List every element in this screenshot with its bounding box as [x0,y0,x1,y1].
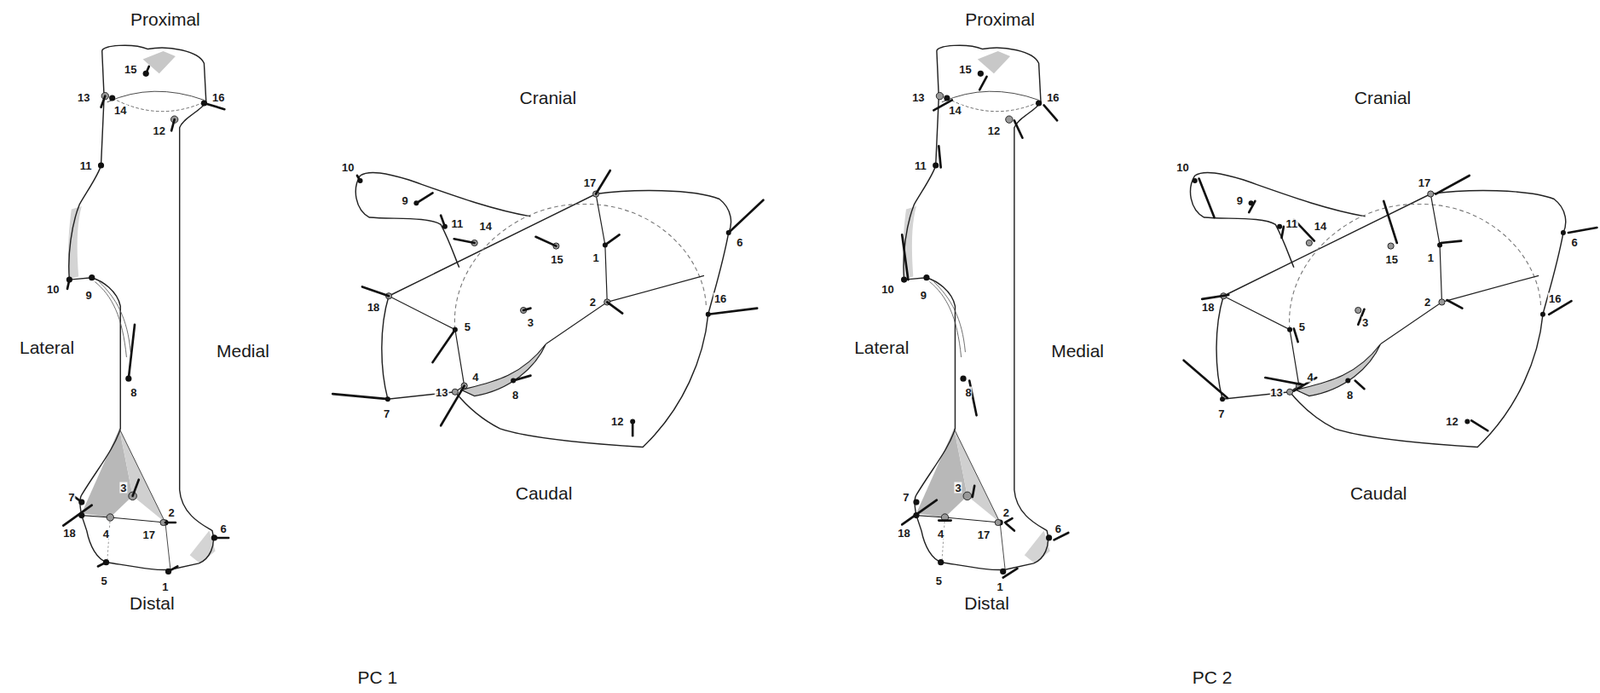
callout-number: 17 [976,529,991,541]
panel-label: PC 2 [1192,667,1233,686]
direction-label: Lateral [854,338,909,357]
callout-number: 11 [913,159,928,171]
callout-number: 5 [1298,321,1306,333]
callout-number: 10 [340,161,355,174]
callout-number: 1 [161,581,169,593]
direction-label: Medial [1051,340,1104,359]
callout-number: 11 [79,159,93,171]
callout-number: 3 [526,317,535,329]
callout-number: 9 [1236,194,1244,206]
callout-number: 9 [401,194,410,206]
callout-number: 17 [583,177,597,189]
callout-number: 1 [591,251,600,263]
callout-number: 12 [1444,415,1459,428]
callout-number: 14 [947,104,962,116]
callout-number: 11 [450,218,464,230]
callout-number: 16 [1548,292,1562,304]
callout-number: 10 [1175,161,1190,174]
callout-number: 16 [713,292,728,304]
callout-number: 13 [76,91,91,103]
direction-label: Lateral [19,338,75,357]
callout-number: 5 [99,575,108,587]
callout-number: 6 [1570,236,1578,248]
callout-number: 3 [119,482,128,494]
callout-number: 7 [1217,407,1225,419]
direction-label: Distal [129,594,175,613]
callout-number: 7 [901,490,910,503]
callout-number: 7 [67,490,76,503]
callout-number: 8 [511,389,520,401]
direction-label: Cranial [519,87,578,106]
pc1-panel [63,45,763,575]
callout-number: 5 [463,321,472,333]
shape-vectors [901,76,1597,578]
pc2-panel [901,45,1597,578]
callout-number: 18 [62,526,76,538]
direction-label: Medial [216,340,270,359]
direction-label: Proximal [130,9,201,28]
direction-label: Caudal [515,484,573,503]
direction-label: Caudal [1350,484,1408,503]
callout-number: 15 [958,63,972,76]
callout-number: 14 [113,104,128,116]
callout-number: 4 [102,528,110,540]
callout-number: 2 [1002,506,1011,518]
callout-number: 3 [1361,317,1369,329]
callout-number: 1 [1426,251,1435,263]
callout-number: 15 [123,63,138,76]
callout-number: 6 [219,523,228,535]
callout-number: 10 [880,283,895,295]
callout-number: 16 [1045,91,1060,103]
callout-number: 16 [211,91,226,103]
callout-number: 6 [1054,523,1063,535]
callout-number: 15 [549,254,564,266]
callout-number: 2 [1423,296,1432,308]
callout-number: 5 [935,575,943,587]
callout-number: 2 [167,506,175,518]
callout-number: 6 [735,236,744,248]
callout-number: 12 [610,415,624,428]
callout-number: 18 [1201,301,1215,313]
callout-number: 2 [589,296,597,308]
callout-number: 17 [142,529,156,541]
callout-number: 12 [987,125,1001,137]
callout-number: 12 [152,125,167,137]
callout-number: 14 [479,219,493,232]
callout-number: 3 [953,482,962,494]
callout-number: 14 [1313,219,1328,232]
panel-label: PC 1 [358,667,399,686]
callout-number: 13 [911,91,925,103]
callout-number: 9 [85,288,93,301]
callout-number: 1 [995,581,1004,593]
direction-label: Proximal [964,9,1035,28]
callout-number: 18 [366,301,381,313]
callout-number: 11 [1285,218,1300,230]
callout-number: 4 [936,528,945,540]
callout-number: 13 [434,386,449,398]
callout-number: 7 [382,407,391,419]
callout-number: 13 [1269,386,1283,398]
callout-number: 9 [919,288,928,301]
callout-number: 8 [1345,389,1354,401]
direction-label: Distal [964,594,1010,613]
callout-number: 17 [1417,177,1432,189]
callout-number: 4 [471,370,480,382]
callout-number: 10 [46,283,60,295]
callout-number: 15 [1385,254,1399,266]
callout-number: 8 [964,386,972,398]
shape-vectors [63,66,763,572]
callout-number: 18 [896,526,911,538]
callout-number: 4 [1305,370,1314,382]
callout-number: 8 [129,386,138,398]
direction-label: Cranial [1354,87,1412,106]
